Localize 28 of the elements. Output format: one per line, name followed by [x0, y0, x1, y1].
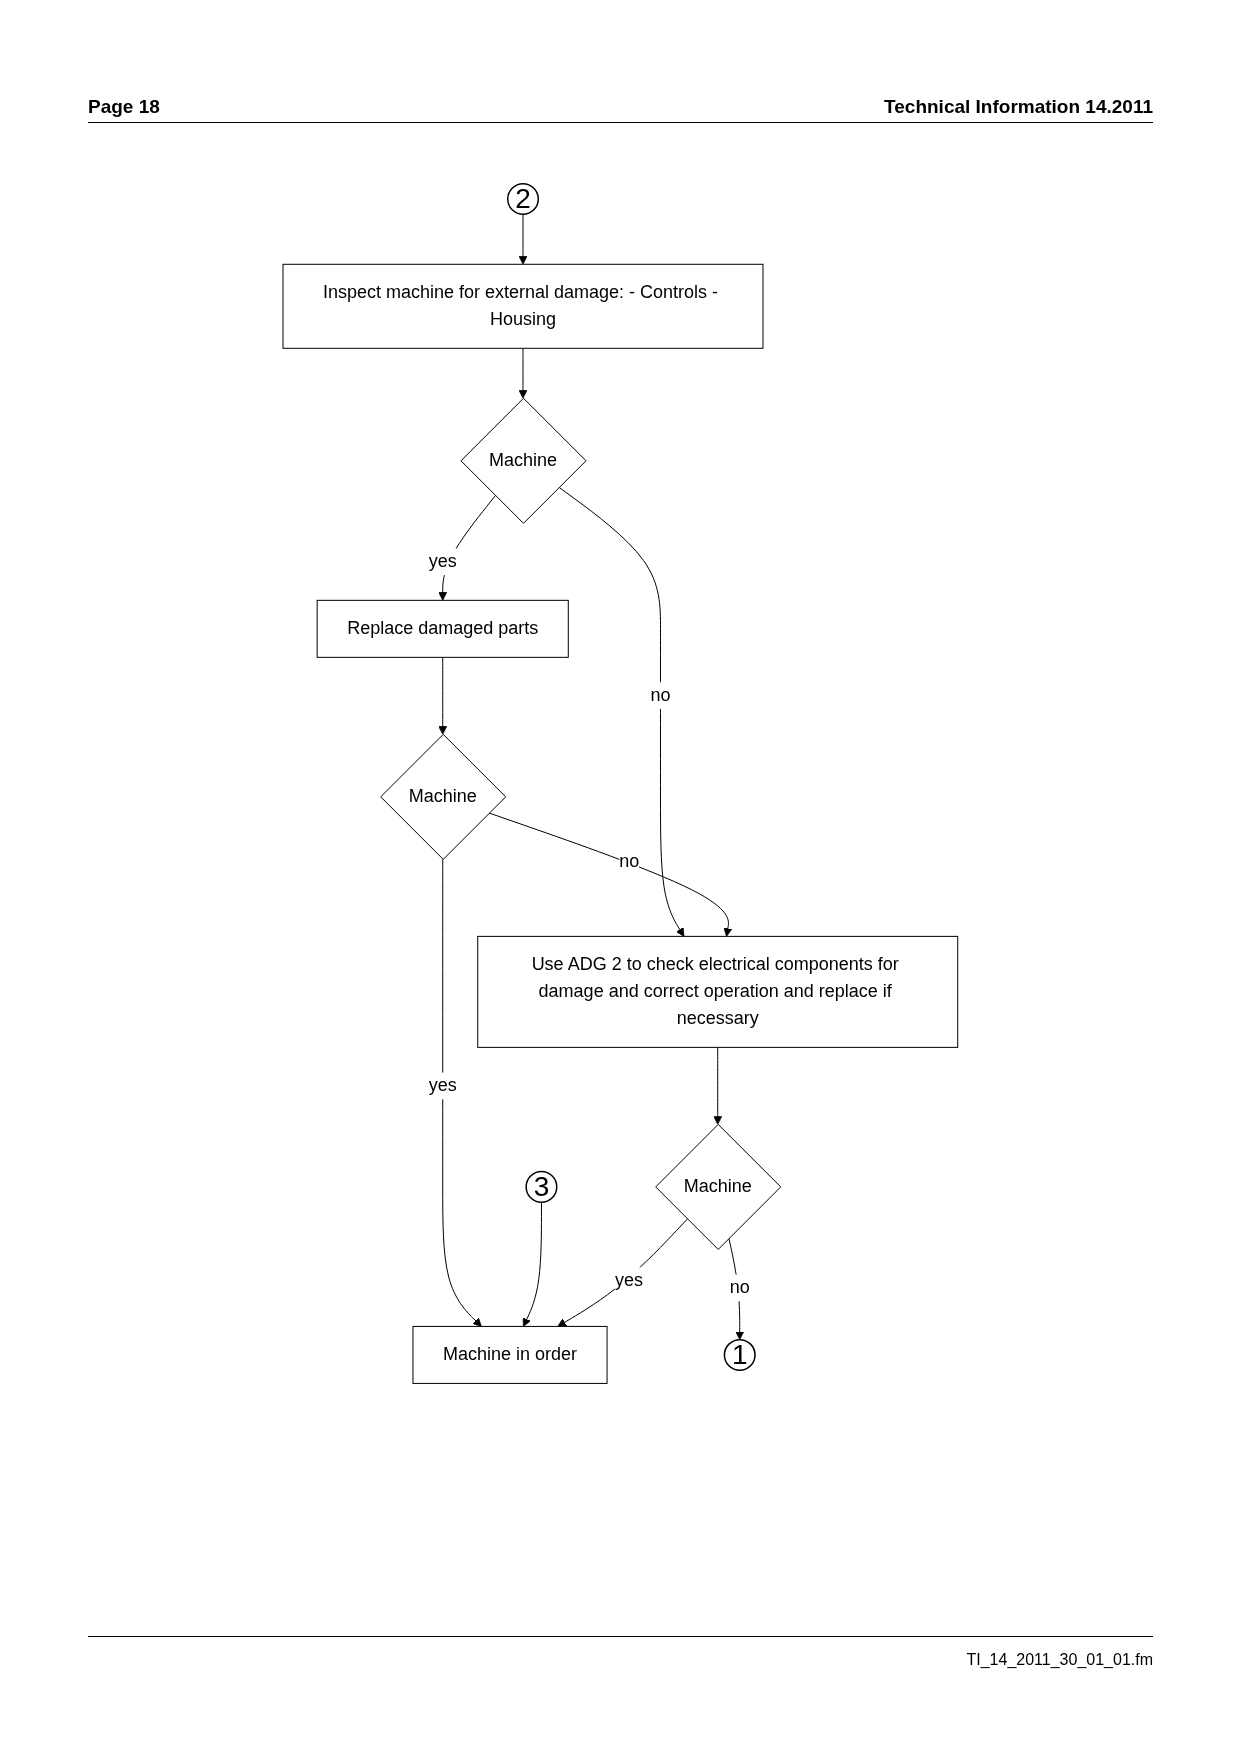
node-diamond: Machine — [380, 733, 507, 860]
edge-label: no — [619, 851, 640, 872]
node-box: Use ADG 2 to check electrical components for damage and correct operation and replace if necessary — [477, 935, 959, 1048]
arrow — [518, 213, 528, 265]
node-circle: 1 — [723, 1338, 756, 1371]
arrow — [713, 1046, 723, 1125]
edge-label: yes — [615, 1270, 644, 1291]
node-diamond: Machine — [655, 1123, 782, 1250]
node-box: Replace damaged parts — [316, 599, 569, 658]
node-circle: 2 — [507, 182, 540, 216]
node-circle: 3 — [525, 1170, 558, 1203]
page-number: Page 18 — [88, 96, 160, 118]
edge-label: yes — [428, 551, 457, 572]
arrow — [488, 812, 733, 937]
arrow — [438, 656, 448, 735]
node-box: Machine in order — [412, 1325, 608, 1384]
file-name: TI_14_2011_30_01_01.fm — [966, 1651, 1153, 1669]
arrow — [557, 1218, 688, 1327]
edge-label: no — [729, 1277, 750, 1298]
node-diamond: Machine — [460, 397, 587, 524]
arrow — [442, 858, 482, 1327]
arrow — [522, 1201, 543, 1327]
arrow — [558, 486, 685, 937]
edge-label: yes — [428, 1075, 457, 1096]
edge-label: no — [650, 685, 671, 706]
arrow — [518, 347, 528, 399]
document-heading: Technical Information 14.2011 — [884, 96, 1153, 118]
node-box: Inspect machine for external damage: - Controls - Housing — [282, 263, 764, 349]
